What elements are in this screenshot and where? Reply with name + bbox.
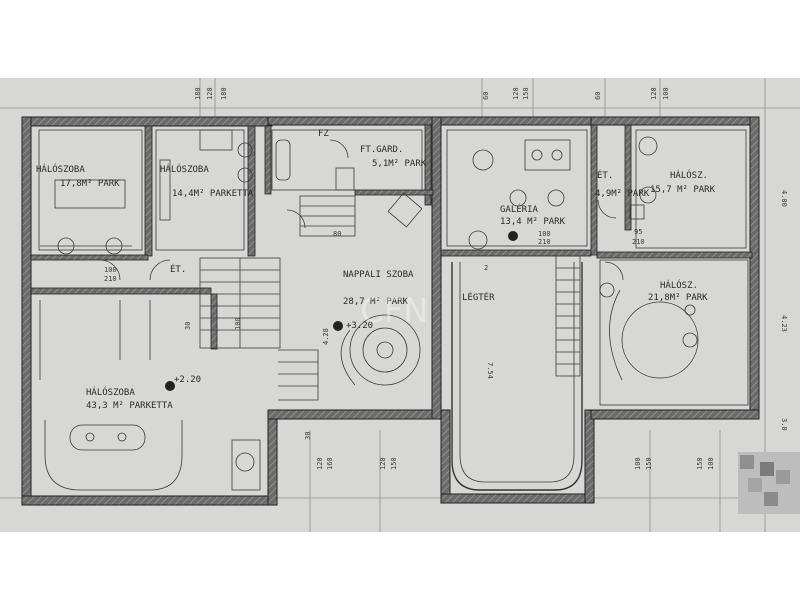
- dim-bottom-0: 120: [316, 457, 324, 470]
- room-name-hall: ÉT.: [597, 169, 613, 181]
- dimension-labels: 180 120 180 60 120 150 60 120 100 4.00 4…: [104, 87, 788, 470]
- dim-span-0: 7.54: [486, 362, 494, 379]
- room-name-et-left: ÉT.: [170, 263, 186, 275]
- void-curve: [451, 262, 583, 491]
- room-name-master: HÁLÓSZOBA: [86, 386, 135, 398]
- dim-span-5: 2: [484, 264, 488, 272]
- dim-top-0: 180: [194, 87, 202, 100]
- room-name-bedroom1: HÁLÓSZOBA: [36, 163, 85, 175]
- dim-bottom-4: 100: [634, 457, 642, 470]
- dim-bottom-3: 150: [390, 457, 398, 470]
- room-area-wardrobe: 5,1M² PARK: [372, 159, 427, 169]
- watermark: CFN: [360, 291, 429, 331]
- furniture: [39, 129, 699, 491]
- dim-top-5: 150: [522, 87, 530, 100]
- dim-door-4: 100: [538, 230, 551, 238]
- paper-shade: [0, 78, 800, 532]
- room-area-master: 43,3 M² PARKETTA: [86, 401, 173, 411]
- dim-right-0: 4.00: [780, 190, 788, 207]
- door-swings: [99, 139, 624, 281]
- level-master: +2.20: [174, 375, 201, 385]
- pixelated-blur: [738, 452, 800, 514]
- room-name-void: LÉGTÉR: [462, 291, 495, 303]
- dim-door-2: 95: [634, 228, 642, 236]
- room-name-bedroom3: HÁLÓSZ.: [670, 169, 708, 181]
- room-lines: [38, 129, 749, 406]
- dim-span-4: 30: [184, 322, 192, 330]
- dim-bottom-5: 150: [645, 457, 653, 470]
- room-name-wardrobe: FT.GARD.: [360, 145, 403, 155]
- dim-span-3: 30: [304, 432, 312, 440]
- level-markers: [165, 231, 518, 391]
- dim-span-2: 80: [333, 230, 341, 238]
- level-living: +3.20: [346, 321, 373, 331]
- dim-top-6: 60: [594, 92, 602, 100]
- room-name-gallery: GALÉRIA: [500, 203, 539, 215]
- dim-top-8: 100: [662, 87, 670, 100]
- dim-door-6: 100: [234, 317, 242, 330]
- room-area-bedroom4: 21,8M² PARK: [648, 293, 708, 303]
- exterior-walls: [21, 116, 760, 506]
- dim-bottom-1: 160: [326, 457, 334, 470]
- dim-door-1: 210: [104, 275, 117, 283]
- room-area-hall: 4,9M² PARK: [595, 189, 650, 199]
- room-name-bedroom2: HÁLÓSZOBA: [160, 163, 209, 175]
- room-name-fz: FZ: [318, 129, 329, 139]
- room-name-bedroom4: HÁLÓSZ.: [660, 279, 698, 291]
- dim-bottom-7: 100: [707, 457, 715, 470]
- dim-bottom-2: 120: [379, 457, 387, 470]
- paper-background: [0, 78, 800, 532]
- dim-top-1: 120: [206, 87, 214, 100]
- room-name-living: NAPPALI SZOBA: [343, 270, 414, 280]
- room-area-bedroom2: 14,4M² PARKETTA: [172, 189, 254, 199]
- dim-top-7: 120: [650, 87, 658, 100]
- dim-right-2: 3.0: [780, 418, 788, 431]
- room-area-living: 28,7 M² PARK: [343, 297, 409, 307]
- dim-door-5: 210: [538, 238, 551, 246]
- dim-top-3: 60: [482, 92, 490, 100]
- room-labels: HÁLÓSZOBA 17,8M² PARK HÁLÓSZOBA 14,4M² P…: [36, 129, 716, 411]
- dim-top-2: 180: [220, 87, 228, 100]
- void-curve-inner: [459, 262, 575, 483]
- room-area-bedroom3: 15,7 M² PARK: [650, 185, 716, 195]
- dim-bottom-6: 150: [696, 457, 704, 470]
- dim-right-1: 4.23: [780, 315, 788, 332]
- staircase: [199, 195, 581, 401]
- dim-door-0: 100: [104, 266, 117, 274]
- dim-span-1: 4.28: [322, 328, 330, 345]
- dim-top-4: 120: [512, 87, 520, 100]
- dim-door-3: 210: [632, 238, 645, 246]
- room-area-bedroom1: 17,8M² PARK: [60, 179, 120, 189]
- room-area-gallery: 13,4 M² PARK: [500, 217, 566, 227]
